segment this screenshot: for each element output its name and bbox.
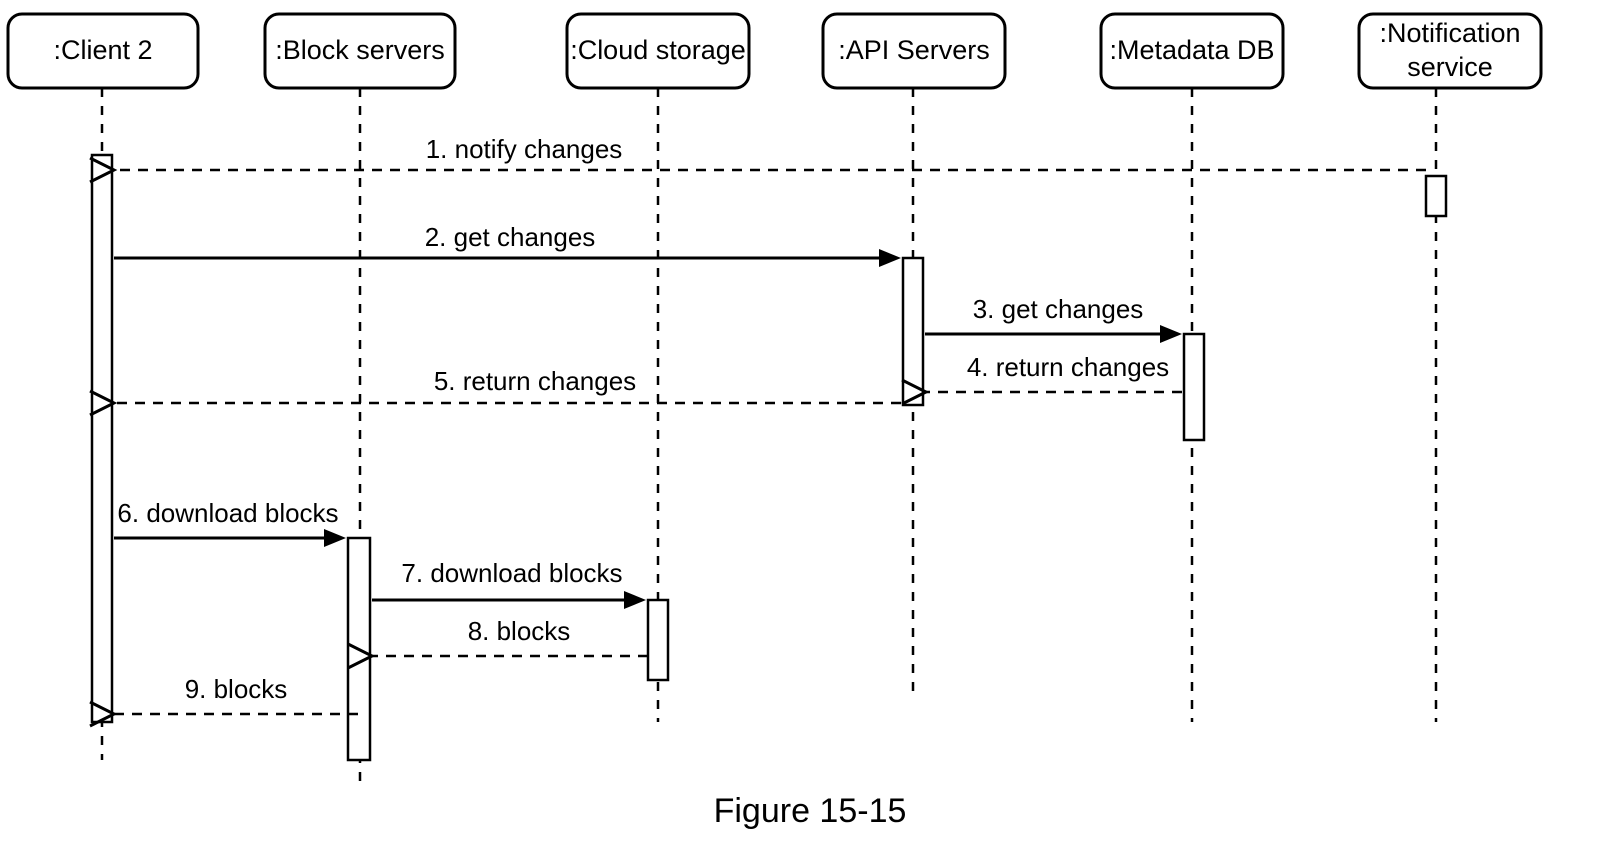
message-arrowhead-7 xyxy=(624,591,646,609)
lifelines-layer xyxy=(100,88,1438,790)
participant-label-cloud-storage: :Cloud storage xyxy=(570,35,746,65)
figure-caption: Figure 15-15 xyxy=(714,792,907,830)
message-arrowhead-6 xyxy=(324,529,346,547)
message-5[interactable]: 5. return changes xyxy=(89,366,901,417)
message-label-9: 9. blocks xyxy=(185,674,288,704)
message-3[interactable]: 3. get changes xyxy=(925,294,1182,343)
participant-box-notification-service xyxy=(1357,12,1543,90)
participant-box-cloud-storage xyxy=(565,12,751,90)
message-label-6: 6. download blocks xyxy=(117,498,338,528)
participant-cloud-storage[interactable]: :Cloud storage xyxy=(565,12,751,90)
message-arrowhead-2 xyxy=(879,249,901,267)
message-9[interactable]: 9. blocks xyxy=(89,674,358,728)
message-arrowhead-5 xyxy=(89,389,118,417)
activation-bars-layer xyxy=(90,153,1448,762)
participant-metadata-db[interactable]: :Metadata DB xyxy=(1099,12,1285,90)
participant-client2[interactable]: :Client 2 xyxy=(6,12,200,90)
message-arrowhead-1 xyxy=(89,156,118,184)
message-8[interactable]: 8. blocks xyxy=(347,616,648,670)
participant-label-block-servers: :Block servers xyxy=(275,35,445,65)
message-1[interactable]: 1. notify changes xyxy=(89,134,1426,184)
participant-label-client2: :Client 2 xyxy=(53,35,152,65)
message-arrowhead-9 xyxy=(89,700,118,728)
activation-bar-api-servers xyxy=(901,256,925,407)
message-label-8: 8. blocks xyxy=(468,616,571,646)
message-7[interactable]: 7. download blocks xyxy=(372,558,646,609)
message-arrowhead-4 xyxy=(901,378,930,406)
message-label-2: 2. get changes xyxy=(425,222,596,252)
messages-layer: 1. notify changes 2. get changes 3. get ch… xyxy=(89,134,1426,728)
participant-api-servers[interactable]: :API Servers xyxy=(821,12,1007,90)
participant-label-api-servers: :API Servers xyxy=(838,35,990,65)
message-label-4: 4. return changes xyxy=(967,352,1169,382)
participant-label-notification-service: service xyxy=(1407,52,1493,82)
participant-box-metadata-db xyxy=(1099,12,1285,90)
message-label-7: 7. download blocks xyxy=(401,558,622,588)
participant-box-api-servers xyxy=(821,12,1007,90)
message-label-1: 1. notify changes xyxy=(426,134,623,164)
message-arrowhead-8 xyxy=(347,642,376,670)
participant-notification-service[interactable]: :Notification service xyxy=(1357,12,1543,90)
activation-bar-metadata-db xyxy=(1182,332,1206,442)
message-2[interactable]: 2. get changes xyxy=(114,222,901,267)
message-arrowhead-3 xyxy=(1160,325,1182,343)
participant-boxes-layer: :Client 2 :Block servers :Cloud storage :AP… xyxy=(6,12,1543,90)
activation-bar-client2 xyxy=(90,153,114,724)
participant-box-block-servers xyxy=(263,12,457,90)
participant-label-notification-service: :Notification xyxy=(1379,18,1520,48)
participant-label-metadata-db: :Metadata DB xyxy=(1109,35,1274,65)
message-6[interactable]: 6. download blocks xyxy=(114,498,346,547)
participant-block-servers[interactable]: :Block servers xyxy=(263,12,457,90)
activation-bar-notification-service xyxy=(1424,174,1448,218)
message-label-3: 3. get changes xyxy=(973,294,1144,324)
activation-bar-cloud-storage xyxy=(646,598,670,682)
message-4[interactable]: 4. return changes xyxy=(901,352,1182,406)
participant-box-client2 xyxy=(6,12,200,90)
message-label-5: 5. return changes xyxy=(434,366,636,396)
